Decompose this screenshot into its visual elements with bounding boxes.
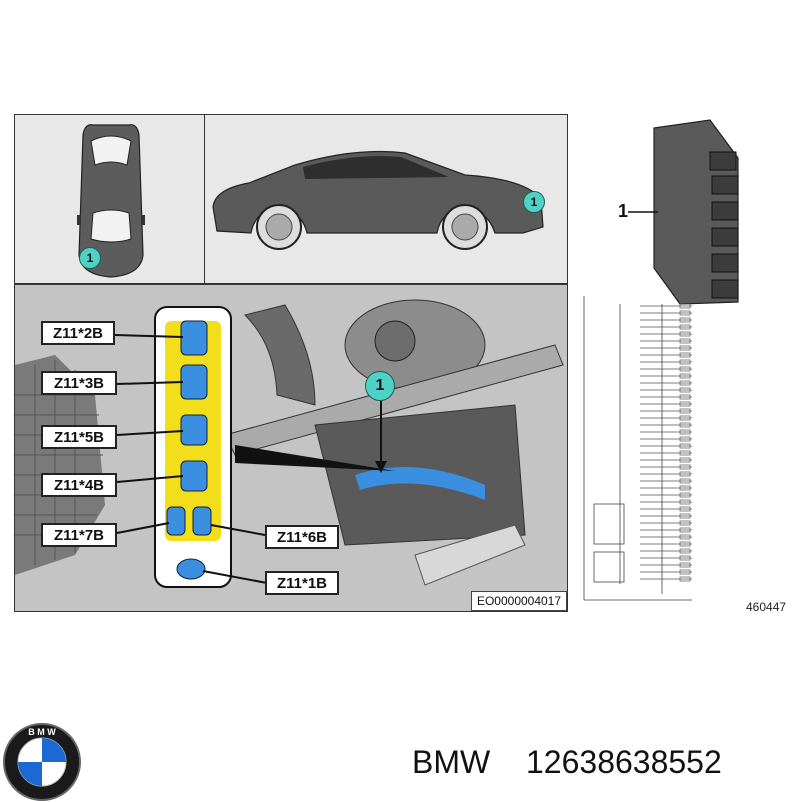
schematic-pin [679,485,691,491]
schematic-pin [679,443,691,449]
schematic-pin [679,345,691,351]
schematic-pin [679,506,691,512]
schematic-pin [679,464,691,470]
schematic-pin [679,555,691,561]
connector-label-z11-2b: Z11*2B [41,321,115,345]
schematic-pin [679,359,691,365]
part-number: 12638638552 [526,744,722,780]
schematic-pin [679,499,691,505]
schematic-pin [679,394,691,400]
schematic-pin [679,422,691,428]
reference-number: 460447 [746,600,787,614]
engine-bay-panel: Z11*2B Z11*3B Z11*5B Z11*4B Z11*7B Z11*6… [14,284,568,612]
wiring-schematic [583,296,692,601]
bmw-logo-text: B M W [28,727,56,737]
part-number-label: 1 [618,201,629,221]
schematic-pin [679,429,691,435]
schematic-pin [679,310,691,316]
brand-name: BMW [412,744,491,780]
schematic-pin [679,576,691,582]
image-code: EO0000004017 [471,591,567,611]
schematic-pin [679,436,691,442]
schematic-pin [679,527,691,533]
location-callout-top: 1 [79,247,101,269]
schematic-pin [679,548,691,554]
schematic-pin [679,366,691,372]
schematic-pin [679,471,691,477]
schematic-pin [679,338,691,344]
part-leader-line [628,211,658,213]
schematic-pin [679,401,691,407]
schematic-pin [679,380,691,386]
connector-label-z11-3b: Z11*3B [41,371,117,395]
car-top-view-panel: 1 [14,114,206,284]
schematic-pin [679,352,691,358]
schematic-pin [679,303,691,309]
bmw-logo: B M W [3,723,81,801]
schematic-pin [679,324,691,330]
schematic-pin [679,569,691,575]
schematic-pin [679,373,691,379]
schematic-pin [679,534,691,540]
connector-label-z11-1b: Z11*1B [265,571,339,595]
schematic-pin [679,541,691,547]
connector-label-z11-4b: Z11*4B [41,473,117,497]
part-illustration [653,119,739,305]
car-side-view-illustration [212,150,544,250]
schematic-pin [679,408,691,414]
schematic-pin [679,450,691,456]
schematic-pin [679,415,691,421]
schematic-pin [679,478,691,484]
schematic-pin [679,520,691,526]
location-callout-side: 1 [523,191,545,213]
schematic-pin [679,457,691,463]
connector-label-z11-7b: Z11*7B [41,523,117,547]
schematic-pin [679,492,691,498]
location-callout-engine: 1 [365,371,395,401]
schematic-pin [679,331,691,337]
connector-label-z11-5b: Z11*5B [41,425,117,449]
connector-label-z11-6b: Z11*6B [265,525,339,549]
schematic-pin [679,562,691,568]
schematic-pin [679,317,691,323]
car-top-view-illustration [77,124,145,278]
car-side-view-panel: 1 [204,114,568,284]
schematic-pin [679,513,691,519]
schematic-pin [679,387,691,393]
